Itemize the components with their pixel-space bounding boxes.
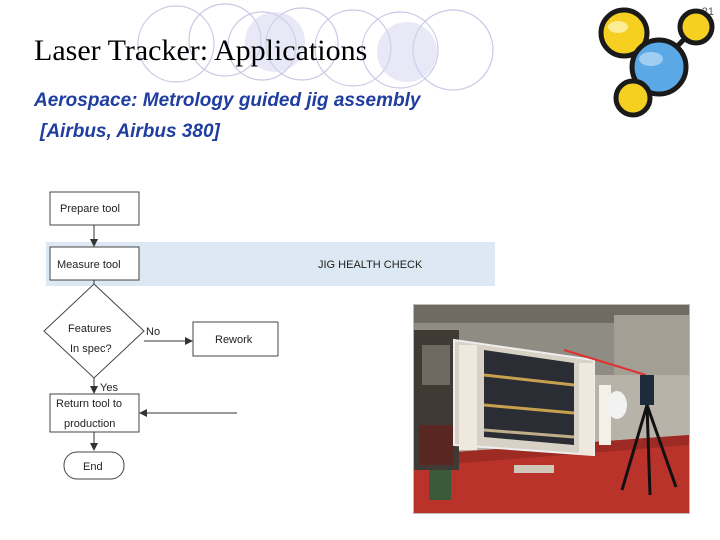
return-tool-label-line1: Return tool to xyxy=(56,398,122,410)
end-terminator xyxy=(63,451,125,480)
subtitle-line-1: Aerospace: Metrology guided jig assembly xyxy=(34,90,421,111)
rework-label: Rework xyxy=(215,334,253,346)
measure-tool-box xyxy=(49,246,140,281)
yes-label: Yes xyxy=(100,382,118,394)
measure-tool-label: Measure tool xyxy=(57,259,121,271)
no-label: No xyxy=(146,326,160,338)
flowchart: Prepare tool Measure tool JIG HEALTH CHE… xyxy=(43,191,495,480)
features-label-line1: Features xyxy=(68,323,112,335)
jig-assembly-photo xyxy=(413,304,690,514)
page-title: Laser Tracker: Applications xyxy=(34,34,368,67)
prepare-tool-label: Prepare tool xyxy=(60,203,120,215)
rework-box xyxy=(192,321,278,357)
return-tool-box xyxy=(49,393,140,433)
subtitle-line-2: [Airbus, Airbus 380] xyxy=(40,121,220,142)
logo-icon xyxy=(598,7,715,118)
return-tool-label-line2: production xyxy=(64,418,115,430)
jig-health-check-label: JIG HEALTH CHECK xyxy=(318,259,423,271)
features-label-line2: In spec? xyxy=(70,343,112,355)
end-label: End xyxy=(83,461,103,473)
